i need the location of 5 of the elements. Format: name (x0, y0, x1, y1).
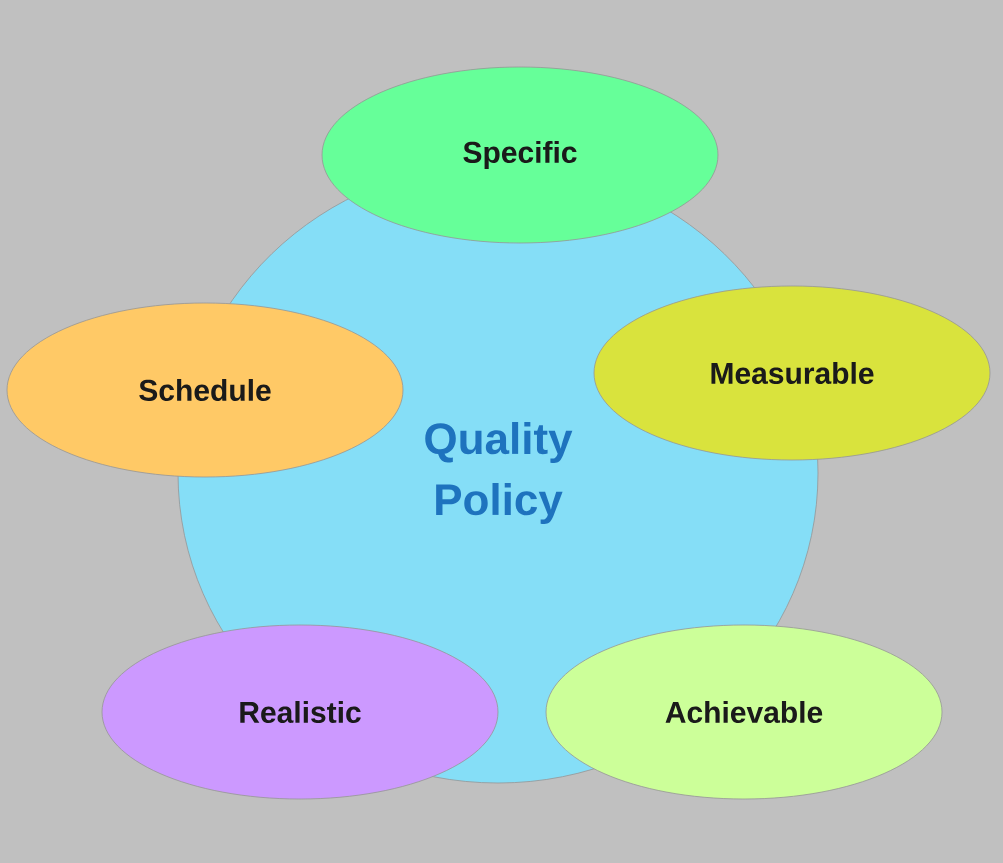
ellipse-node: Schedule (6, 302, 404, 478)
ellipse-node: Realistic (101, 624, 499, 800)
ellipse-node: Specific (321, 66, 719, 244)
ellipse-node: Measurable (593, 285, 991, 461)
ellipse-node: Achievable (545, 624, 943, 800)
